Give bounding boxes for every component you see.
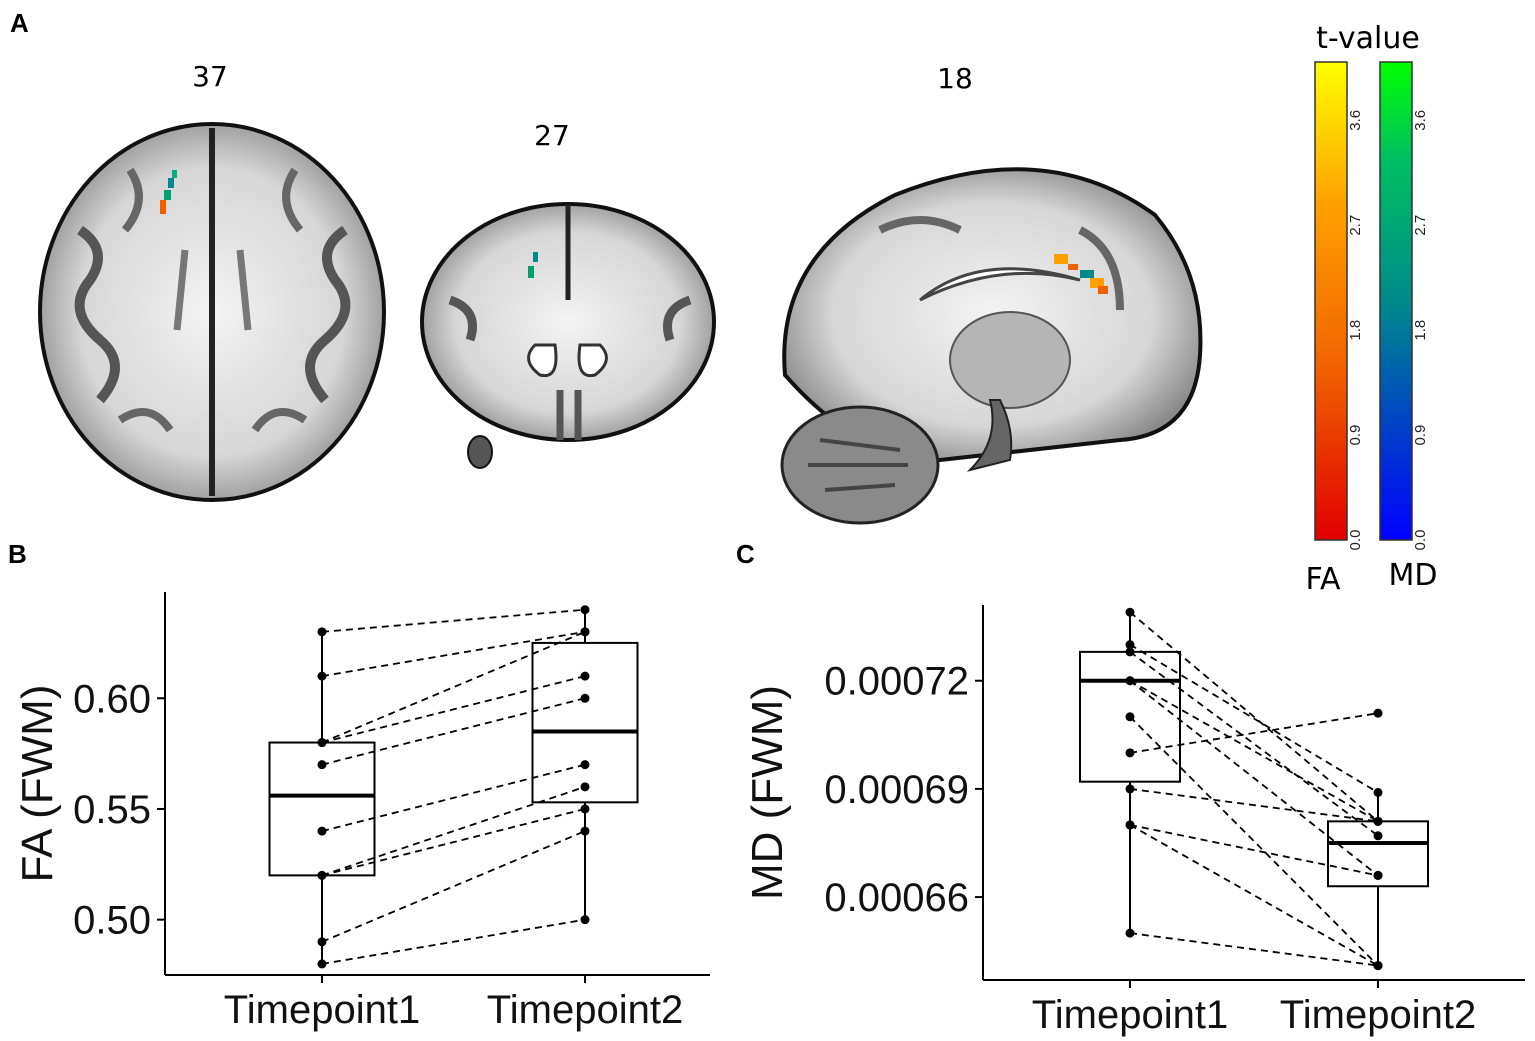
fa-colorbar-tick-label: 1.8 (1347, 320, 1364, 341)
data-point-timepoint2 (580, 605, 590, 615)
data-point-timepoint1 (1125, 712, 1135, 722)
paired-line (321, 608, 586, 633)
fa-colorbar-tick-label: 0.9 (1347, 425, 1364, 446)
paired-line (1129, 680, 1379, 877)
data-point-timepoint2 (580, 826, 590, 836)
panel-b-label: B (8, 539, 27, 569)
x-tick-label: Timepoint2 (487, 988, 683, 1032)
md-colorbar-tick-label: 0.9 (1412, 425, 1429, 446)
data-point-timepoint2 (580, 693, 590, 703)
colorbar-title: t-value (1316, 21, 1420, 56)
y-axis-title: MD (FWM) (743, 685, 792, 900)
fa-colorbar-tick-label: 0.0 (1347, 530, 1364, 551)
data-point-timepoint2 (1373, 870, 1383, 880)
data-point-timepoint1 (1125, 647, 1135, 657)
paired-line (1129, 788, 1379, 823)
y-tick-label: 0.00069 (824, 768, 969, 812)
data-point-timepoint1 (1125, 676, 1135, 686)
fa-colorbar-tick-label: 3.6 (1347, 110, 1364, 131)
data-point-timepoint2 (1373, 708, 1383, 718)
data-point-timepoint1 (1125, 820, 1135, 830)
paired-line (1129, 712, 1379, 754)
axial-activation-cluster (160, 170, 177, 214)
data-point-timepoint2 (580, 782, 590, 792)
data-point-timepoint1 (317, 959, 327, 969)
paired-line (1129, 716, 1379, 967)
paired-line (1129, 824, 1379, 877)
x-tick-label: Timepoint1 (1032, 993, 1228, 1037)
data-point-timepoint2 (1373, 961, 1383, 971)
coronal-brain-slice (420, 202, 716, 469)
fa-colorbar-tick-label: 2.7 (1347, 215, 1364, 236)
paired-line (1129, 611, 1379, 823)
data-point-timepoint1 (1125, 640, 1135, 650)
md-colorbar-label: MD (1389, 558, 1438, 593)
slice-number-axial: 37 (192, 60, 228, 93)
md-colorbar-tick-label: 3.6 (1412, 110, 1429, 131)
data-point-timepoint2 (1373, 816, 1383, 826)
data-point-timepoint1 (317, 937, 327, 947)
paired-line (321, 697, 586, 766)
paired-line (1129, 932, 1379, 967)
x-tick-label: Timepoint1 (224, 988, 420, 1032)
paired-line (321, 675, 586, 744)
paired-line (321, 808, 586, 877)
paired-line (321, 918, 586, 965)
sagittal-brain-slice (780, 167, 1203, 525)
md-colorbar-tick-label: 2.7 (1412, 215, 1429, 236)
data-point-timepoint2 (1373, 788, 1383, 797)
sagittal-activation-cluster (1054, 254, 1108, 294)
data-point-timepoint1 (317, 760, 327, 770)
data-point-timepoint1 (1125, 607, 1135, 617)
y-tick-label: 0.00066 (824, 876, 969, 920)
data-point-timepoint2 (580, 760, 590, 770)
data-point-timepoint2 (580, 804, 590, 814)
y-tick-label: 0.60 (73, 677, 151, 721)
panel-a-label: A (10, 8, 29, 38)
box-iqr (531, 641, 639, 804)
md-boxplot-chart: 0.00066 0.00069 0.00072 MD (FWM) Timepoint1 T… (743, 605, 1525, 1037)
fa-colorbar (1314, 61, 1348, 541)
data-point-timepoint1 (1125, 928, 1135, 938)
y-axis-title: FA (FWM) (13, 685, 62, 883)
paired-line (321, 763, 586, 832)
slice-number-coronal: 27 (534, 119, 570, 152)
slice-number-sagittal: 18 (937, 62, 973, 95)
panel-c-label: C (736, 539, 755, 569)
y-tick-label: 0.50 (73, 899, 151, 943)
md-colorbar-tick-label: 1.8 (1412, 320, 1429, 341)
coronal-activation-cluster (528, 252, 538, 278)
data-point-timepoint1 (317, 738, 327, 748)
paired-line (1129, 651, 1379, 837)
data-point-timepoint1 (317, 870, 327, 880)
md-colorbar-tick-label: 0.0 (1412, 530, 1429, 551)
axial-brain-slice (38, 122, 386, 502)
colorbar-ticks: 0.0 0.0 0.9 0.9 1.8 1.8 2.7 2.7 3.6 3.6 (1347, 110, 1429, 551)
fa-colorbar-label: FA (1305, 562, 1341, 597)
data-point-timepoint1 (1125, 784, 1135, 794)
data-point-timepoint1 (317, 826, 327, 836)
data-point-timepoint2 (580, 915, 590, 925)
data-point-timepoint1 (1125, 748, 1135, 758)
data-point-timepoint1 (317, 627, 327, 637)
data-point-timepoint1 (317, 671, 327, 681)
data-point-timepoint2 (580, 671, 590, 681)
y-tick-label: 0.00072 (824, 660, 969, 704)
x-tick-label: Timepoint2 (1280, 993, 1476, 1037)
data-point-timepoint2 (1373, 831, 1383, 841)
paired-line (1129, 643, 1379, 794)
md-colorbar (1379, 61, 1413, 541)
data-point-timepoint2 (580, 627, 590, 637)
paired-line (321, 785, 586, 877)
paired-line (321, 630, 586, 678)
y-tick-label: 0.55 (73, 788, 151, 832)
